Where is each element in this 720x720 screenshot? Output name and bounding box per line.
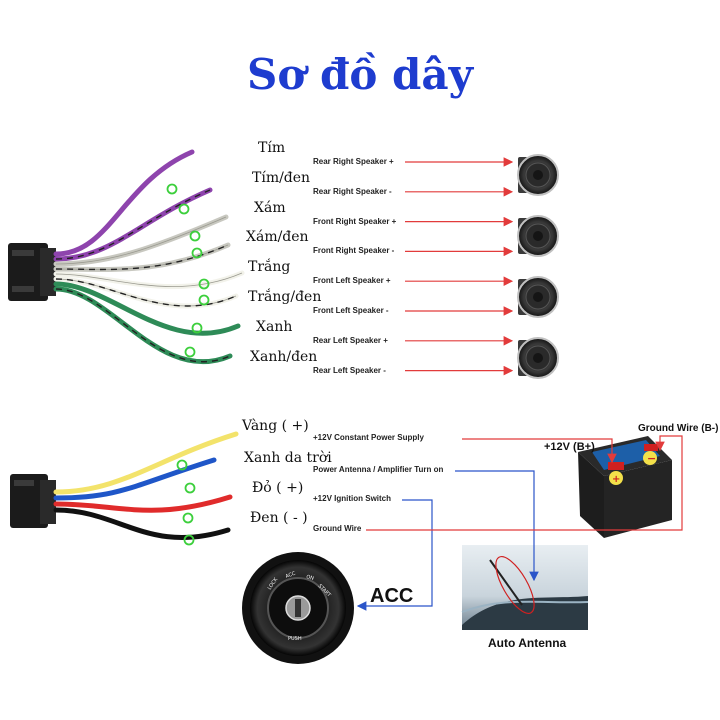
antenna-line	[455, 470, 539, 582]
ground-line	[366, 435, 683, 531]
power-wire-marker-4	[183, 534, 195, 546]
speaker-wire-marker-1	[166, 183, 178, 195]
wire-function-label-7: Rear Left Speaker +	[313, 335, 388, 345]
battery-negative-terminal	[643, 451, 657, 465]
speaker-wire-marker-4	[191, 247, 203, 259]
power-color-label-4: Đen ( - )	[250, 510, 308, 526]
wire-function-label-8: Rear Left Speaker -	[313, 365, 386, 375]
wire-color-label-4: Xám/đen	[246, 229, 309, 246]
speaker-wire-stripe-6	[55, 278, 237, 307]
power-color-label-1: Vàng ( +)	[242, 418, 309, 434]
speaker-wire-marker-6	[198, 294, 210, 306]
wire-function-label-1: Rear Right Speaker +	[313, 157, 394, 166]
power-function-label-1: +12V Constant Power Supply	[313, 433, 424, 442]
speaker-icon-4	[517, 337, 559, 379]
acc-label: ACC	[370, 585, 414, 607]
speaker-icon-2	[517, 215, 559, 257]
power-wire-4	[53, 507, 231, 541]
battery-positive-terminal	[609, 471, 623, 485]
speaker-wire-marker-7	[191, 322, 203, 334]
battery-plus-label: +12V (B+)	[544, 441, 595, 453]
speaker-wire-marker-8	[184, 346, 196, 358]
power-function-label-3: +12V Ignition Switch	[313, 494, 392, 503]
ign-on-text: ON	[305, 574, 314, 582]
speaker-connector	[8, 243, 56, 301]
wire-function-label-4: Front Right Speaker -	[313, 246, 395, 256]
power-wire-2	[53, 457, 217, 501]
wire-color-label-6: Trắng/đen	[248, 289, 322, 305]
speaker-wire-marker-2	[178, 203, 190, 215]
svg-text:−: −	[647, 452, 656, 465]
power-wire-marker-2	[184, 482, 196, 494]
diagram-title: Sơ đồ dây	[247, 50, 473, 99]
wire-function-label-3: Front Right Speaker +	[313, 216, 397, 226]
speaker-wire-stripe-8	[55, 288, 231, 363]
wire-color-label-1: Tím	[258, 140, 286, 156]
power-wire-marker-3	[182, 512, 194, 524]
power-function-label-4: Ground Wire	[313, 524, 362, 533]
wire-color-label-8: Xanh/đen	[250, 348, 318, 365]
power-function-label-2: Power Antenna / Amplifier Turn on	[313, 465, 444, 474]
constant-power-line	[462, 438, 617, 464]
ignition-line	[356, 499, 433, 611]
speaker-wire-marker-5	[198, 278, 210, 290]
svg-text:+: +	[612, 474, 620, 485]
speaker-wire-7	[53, 281, 241, 336]
battery-ground-label: Ground Wire (B-)	[638, 423, 719, 434]
wire-function-label-6: Front Left Speaker -	[313, 306, 389, 315]
antenna-caption: Auto Antenna	[488, 636, 567, 650]
power-wire-marker-1	[176, 459, 188, 471]
wire-color-label-5: Trắng	[248, 259, 291, 276]
speaker-wire-stripe-4	[55, 244, 229, 271]
key-slot	[295, 599, 301, 617]
antenna-photo	[461, 545, 589, 630]
ignition-switch: LOCK ACC ON START PUSH	[242, 552, 354, 664]
power-wire-3	[53, 494, 233, 513]
ign-acc-text: ACC	[285, 571, 297, 580]
wire-function-label-5: Front Left Speaker +	[313, 276, 391, 286]
power-connector	[10, 474, 56, 528]
power-color-label-2: Xanh da trời	[244, 450, 332, 466]
speaker-icon-1	[517, 154, 559, 196]
power-wire-1	[53, 431, 239, 495]
speaker-icon-3	[517, 276, 559, 318]
wire-function-label-2: Rear Right Speaker -	[313, 186, 392, 196]
speaker-wire-stripe-2	[55, 189, 211, 260]
ign-push-text: PUSH	[288, 636, 302, 642]
wire-color-label-7: Xanh	[256, 318, 293, 335]
speaker-wire-marker-3	[189, 230, 201, 242]
power-color-label-3: Đỏ ( +)	[252, 480, 304, 496]
speaker-wire-1	[53, 149, 195, 257]
wire-color-label-3: Xám	[254, 199, 286, 216]
wire-color-label-2: Tím/đen	[252, 169, 311, 186]
